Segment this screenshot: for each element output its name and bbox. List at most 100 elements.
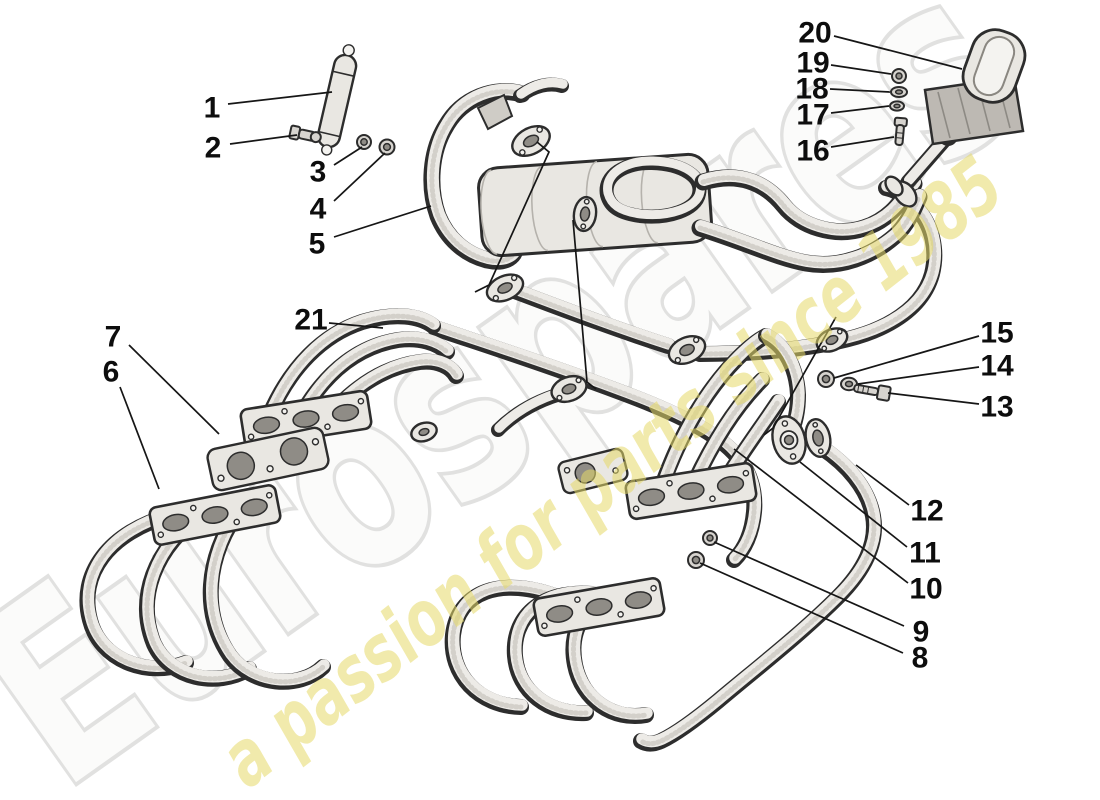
leader-line — [333, 146, 363, 166]
callout-number: 5 — [309, 228, 326, 261]
callout-15: 15 — [833, 317, 1014, 379]
grouping-lines — [474, 141, 837, 436]
callout-1: 1 — [204, 91, 333, 125]
leader-line — [833, 335, 980, 379]
callout-14: 14 — [857, 350, 1014, 385]
exhaust-hanger-link — [316, 44, 358, 156]
manifold-gasket — [206, 426, 330, 492]
leader-line — [333, 205, 432, 238]
hanger-tab — [476, 93, 514, 131]
nut — [378, 138, 396, 156]
leader-line — [830, 136, 895, 148]
callout-17: 17 — [796, 99, 890, 132]
callout-9: 9 — [713, 541, 930, 649]
callout-4: 4 — [310, 152, 386, 226]
pipe-end-flange — [667, 335, 707, 365]
callout-number: 12 — [910, 495, 943, 528]
callout-number: 9 — [913, 616, 930, 649]
callout-21: 21 — [294, 304, 384, 337]
callout-number: 10 — [909, 573, 942, 606]
nut — [356, 134, 372, 150]
callout-6: 6 — [103, 356, 160, 490]
callout-number: 14 — [980, 350, 1014, 383]
callout-16: 16 — [796, 135, 895, 168]
callout-5: 5 — [309, 205, 432, 261]
callout-number: 1 — [204, 92, 221, 125]
inlet-flange — [485, 273, 525, 303]
callout-11: 11 — [799, 461, 941, 570]
callout-19: 19 — [796, 47, 892, 80]
leader-line — [128, 344, 220, 435]
washer — [890, 86, 908, 98]
callout-number: 21 — [294, 304, 327, 337]
callout-18: 18 — [795, 73, 891, 106]
callout-number: 4 — [310, 193, 327, 226]
nut — [687, 551, 705, 569]
manifold-flange-plate — [624, 461, 758, 521]
down-pipe — [641, 418, 875, 744]
tail-junction — [884, 102, 977, 208]
bolt — [853, 383, 892, 402]
leader-line — [830, 64, 892, 75]
bolt — [893, 116, 908, 147]
outlet-flange — [771, 415, 807, 465]
callout-number: 2 — [205, 132, 222, 165]
silencer-face-flange — [572, 195, 598, 233]
manifold-lower-left — [87, 484, 324, 682]
nut — [891, 68, 907, 84]
leader-line — [855, 464, 910, 506]
callout-number: 13 — [980, 391, 1013, 424]
manifold-flange-plate — [532, 576, 666, 638]
leader-line — [328, 322, 384, 329]
callout-number: 3 — [310, 156, 327, 189]
callout-number: 8 — [912, 642, 929, 675]
callout-number: 15 — [980, 317, 1013, 350]
leader-line — [887, 392, 980, 405]
leader-line — [119, 386, 160, 490]
bolt — [288, 124, 322, 144]
pipe-end-flange — [550, 374, 588, 404]
callout-12: 12 — [855, 464, 944, 528]
inlet-flange — [511, 124, 551, 158]
manifold-flange-plate — [148, 484, 282, 546]
leader-line — [699, 562, 904, 654]
leader-line — [229, 134, 298, 145]
nut — [702, 530, 718, 546]
leader-line — [857, 366, 980, 385]
callout-number: 11 — [909, 537, 941, 570]
callout-number: 20 — [798, 17, 831, 50]
leader-line — [829, 88, 891, 93]
exhaust-tip-trim — [961, 28, 1027, 104]
manifold-upper-left — [239, 314, 457, 449]
callout-8: 8 — [699, 562, 929, 675]
leader-line — [799, 461, 908, 548]
collector-flange-small — [410, 421, 438, 443]
manifold-upper-right — [624, 334, 799, 521]
leader-line — [830, 105, 890, 114]
small-gasket-plate — [557, 447, 629, 495]
leader-line — [227, 91, 333, 105]
leader-line — [713, 541, 905, 627]
callout-2: 2 — [205, 132, 298, 165]
callout-13: 13 — [887, 391, 1014, 424]
leader-line — [733, 448, 909, 584]
callout-number: 6 — [103, 356, 120, 389]
washer — [889, 100, 905, 112]
callout-number: 16 — [796, 135, 829, 168]
callout-number: 7 — [105, 321, 122, 354]
callout-7: 7 — [105, 321, 220, 435]
manifold-lower-centre — [453, 576, 666, 716]
callout-10: 10 — [733, 448, 943, 606]
callout-3: 3 — [310, 146, 363, 189]
callout-number: 18 — [795, 73, 828, 106]
callout-number: 17 — [796, 99, 829, 132]
nut — [817, 370, 835, 388]
manifold-flange-plate — [239, 389, 373, 449]
leader-line — [833, 35, 963, 70]
callout-20: 20 — [798, 17, 963, 70]
pipe-end-flange — [815, 327, 849, 353]
callout-number: 19 — [796, 47, 829, 80]
